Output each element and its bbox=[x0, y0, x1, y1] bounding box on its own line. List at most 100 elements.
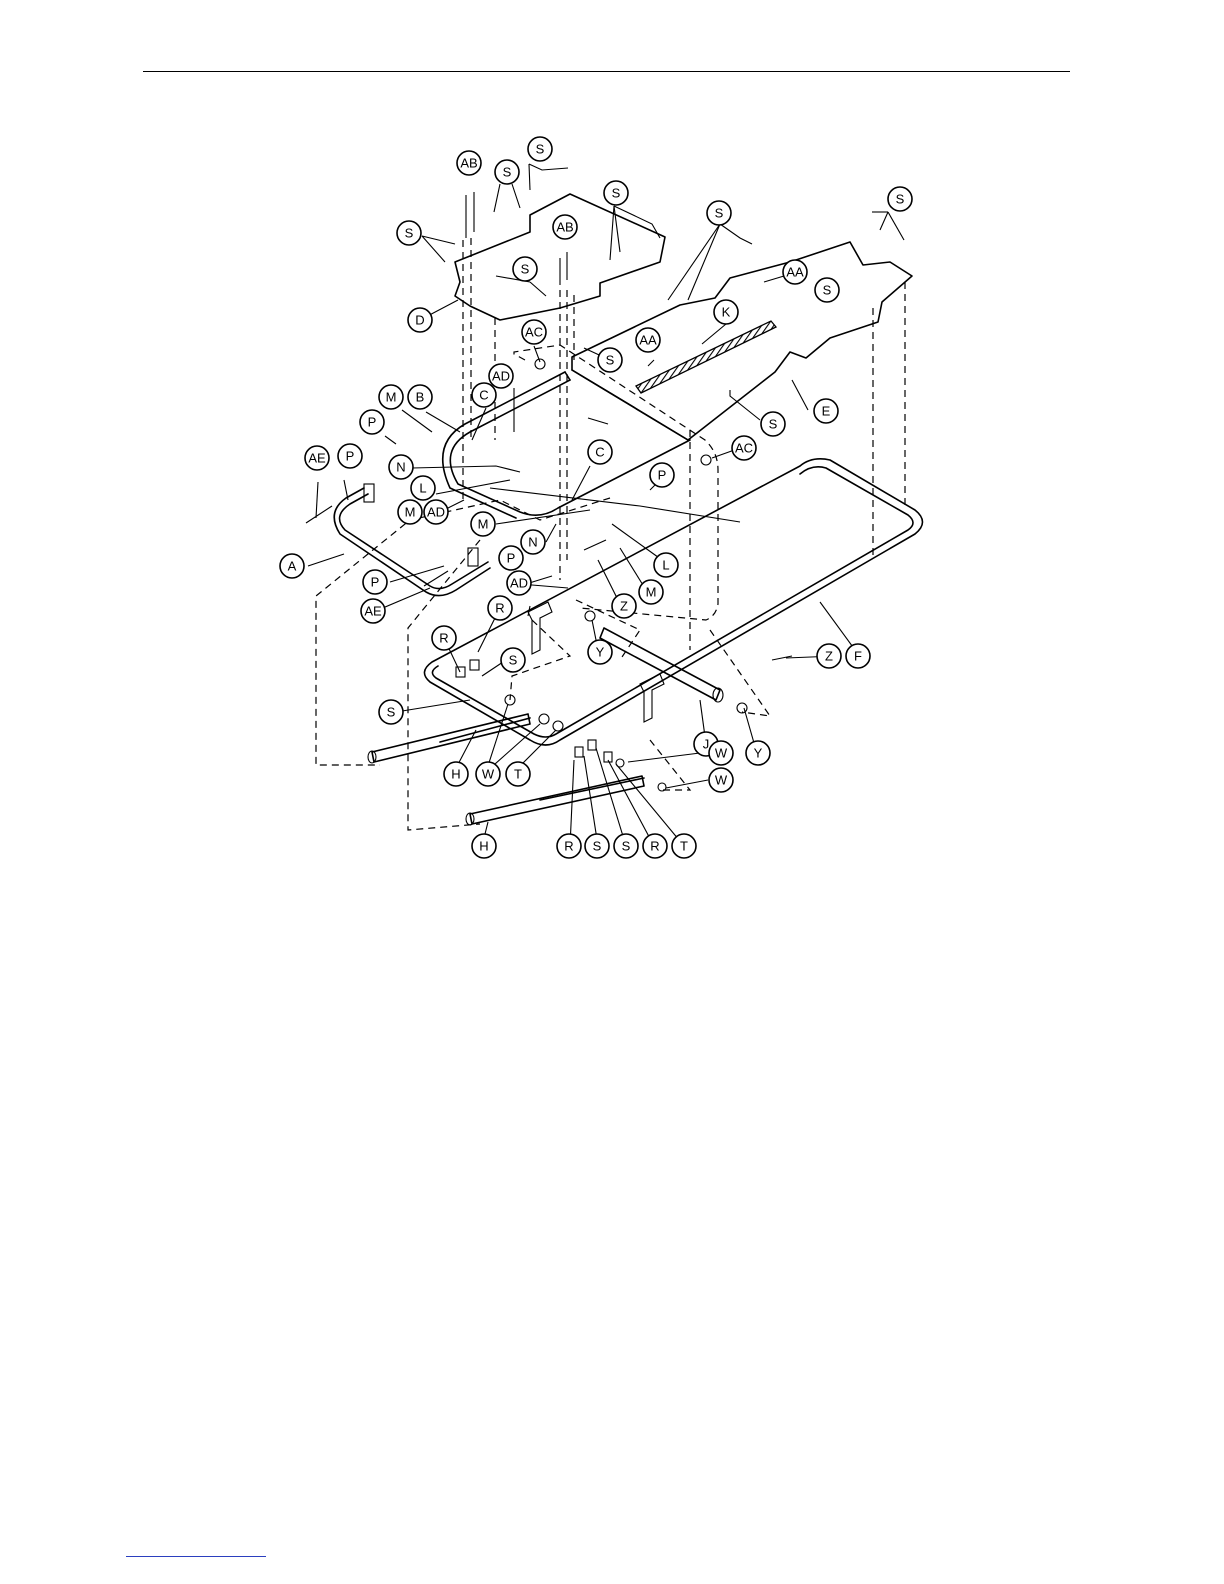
callout-text: L bbox=[419, 481, 426, 496]
callout-text: P bbox=[507, 551, 516, 566]
callout-z-2: Z bbox=[817, 644, 841, 668]
callout-ac-1: AC bbox=[522, 320, 546, 344]
callout-h-2: H bbox=[472, 834, 496, 858]
callout-text: W bbox=[715, 746, 728, 761]
callout-text: AC bbox=[735, 441, 753, 456]
callout-y-2: Y bbox=[746, 741, 770, 765]
callout-text: AA bbox=[786, 265, 804, 280]
callout-b-1: B bbox=[408, 385, 432, 409]
callout-c-2: C bbox=[588, 440, 612, 464]
callout-s-12: S bbox=[379, 700, 403, 724]
callout-text: K bbox=[722, 305, 731, 320]
callout-text: Y bbox=[754, 746, 763, 761]
rod-j bbox=[600, 628, 723, 702]
callout-ad-3: AD bbox=[507, 571, 531, 595]
callout-text: M bbox=[646, 585, 657, 600]
callout-s-1: S bbox=[528, 137, 552, 161]
callout-text: S bbox=[536, 142, 545, 157]
callout-s-4: S bbox=[604, 181, 628, 205]
callout-s-3: S bbox=[397, 221, 421, 245]
callout-text: C bbox=[595, 445, 604, 460]
callout-text: P bbox=[346, 449, 355, 464]
callout-d-1: D bbox=[408, 308, 432, 332]
callout-p-4: P bbox=[499, 546, 523, 570]
callout-text: Z bbox=[620, 599, 628, 614]
callout-text: R bbox=[495, 601, 504, 616]
callout-s-6: S bbox=[888, 187, 912, 211]
callout-text: A bbox=[288, 559, 297, 574]
callout-p-5: P bbox=[363, 570, 387, 594]
callout-l-2: L bbox=[654, 553, 678, 577]
callout-text: L bbox=[662, 558, 669, 573]
callout-r-1: R bbox=[488, 596, 512, 620]
callout-s-13: S bbox=[585, 834, 609, 858]
callout-text: S bbox=[503, 165, 512, 180]
callout-text: S bbox=[387, 705, 396, 720]
callout-text: R bbox=[650, 839, 659, 854]
callout-aa-1: AA bbox=[783, 260, 807, 284]
callout-p-1: P bbox=[360, 410, 384, 434]
callout-text: AD bbox=[492, 369, 510, 384]
panel-d bbox=[455, 194, 665, 320]
callout-text: AE bbox=[364, 604, 382, 619]
callout-text: H bbox=[479, 839, 488, 854]
callout-m-1: M bbox=[379, 385, 403, 409]
assembly-lines bbox=[316, 238, 905, 830]
callout-text: M bbox=[386, 390, 397, 405]
callout-s-5: S bbox=[707, 201, 731, 225]
callout-t-2: T bbox=[672, 834, 696, 858]
callout-s-10: S bbox=[761, 412, 785, 436]
callout-ad-2: AD bbox=[424, 500, 448, 524]
callout-text: S bbox=[715, 206, 724, 221]
callout-text: Y bbox=[596, 645, 605, 660]
callout-text: S bbox=[896, 192, 905, 207]
callout-text: AD bbox=[510, 576, 528, 591]
callout-text: P bbox=[658, 468, 667, 483]
callout-w-3: W bbox=[709, 768, 733, 792]
callout-ae-1: AE bbox=[305, 446, 329, 470]
callout-text: E bbox=[822, 404, 831, 419]
callout-text: R bbox=[564, 839, 573, 854]
callout-text: Z bbox=[825, 649, 833, 664]
callout-s-8: S bbox=[815, 278, 839, 302]
callout-text: S bbox=[405, 226, 414, 241]
callout-ab-2: AB bbox=[553, 215, 577, 239]
callout-text: AE bbox=[308, 451, 326, 466]
callout-text: AC bbox=[525, 325, 543, 340]
callout-s-2: S bbox=[495, 160, 519, 184]
callout-m-3: M bbox=[471, 512, 495, 536]
callout-text: AD bbox=[427, 505, 445, 520]
callout-w-1: W bbox=[709, 741, 733, 765]
callout-text: T bbox=[680, 839, 688, 854]
footer-link-rule bbox=[126, 1556, 266, 1557]
callout-text: AA bbox=[639, 333, 657, 348]
callout-text: AB bbox=[556, 220, 573, 235]
callout-r-3: R bbox=[557, 834, 581, 858]
callout-text: M bbox=[405, 505, 416, 520]
callout-ab-1: AB bbox=[457, 151, 481, 175]
callout-text: S bbox=[769, 417, 778, 432]
callout-text: S bbox=[612, 186, 621, 201]
leader-lines bbox=[308, 164, 904, 846]
hardware bbox=[306, 192, 792, 791]
callout-m-4: M bbox=[639, 580, 663, 604]
callout-e-1: E bbox=[814, 399, 838, 423]
callout-text: N bbox=[528, 535, 537, 550]
callout-text: C bbox=[479, 388, 488, 403]
callout-w-2: W bbox=[476, 762, 500, 786]
callout-text: AB bbox=[460, 156, 477, 171]
callout-text: P bbox=[371, 575, 380, 590]
callout-text: T bbox=[514, 767, 522, 782]
callout-text: H bbox=[451, 767, 460, 782]
callout-text: M bbox=[478, 517, 489, 532]
callout-text: S bbox=[521, 262, 530, 277]
callout-h-1: H bbox=[444, 762, 468, 786]
callout-p-2: P bbox=[338, 444, 362, 468]
callout-f-1: F bbox=[846, 644, 870, 668]
callout-text: S bbox=[622, 839, 631, 854]
callout-aa-2: AA bbox=[636, 328, 660, 352]
callout-text: B bbox=[416, 390, 425, 405]
callout-t-1: T bbox=[506, 762, 530, 786]
callout-text: R bbox=[439, 631, 448, 646]
callout-z-1: Z bbox=[612, 594, 636, 618]
